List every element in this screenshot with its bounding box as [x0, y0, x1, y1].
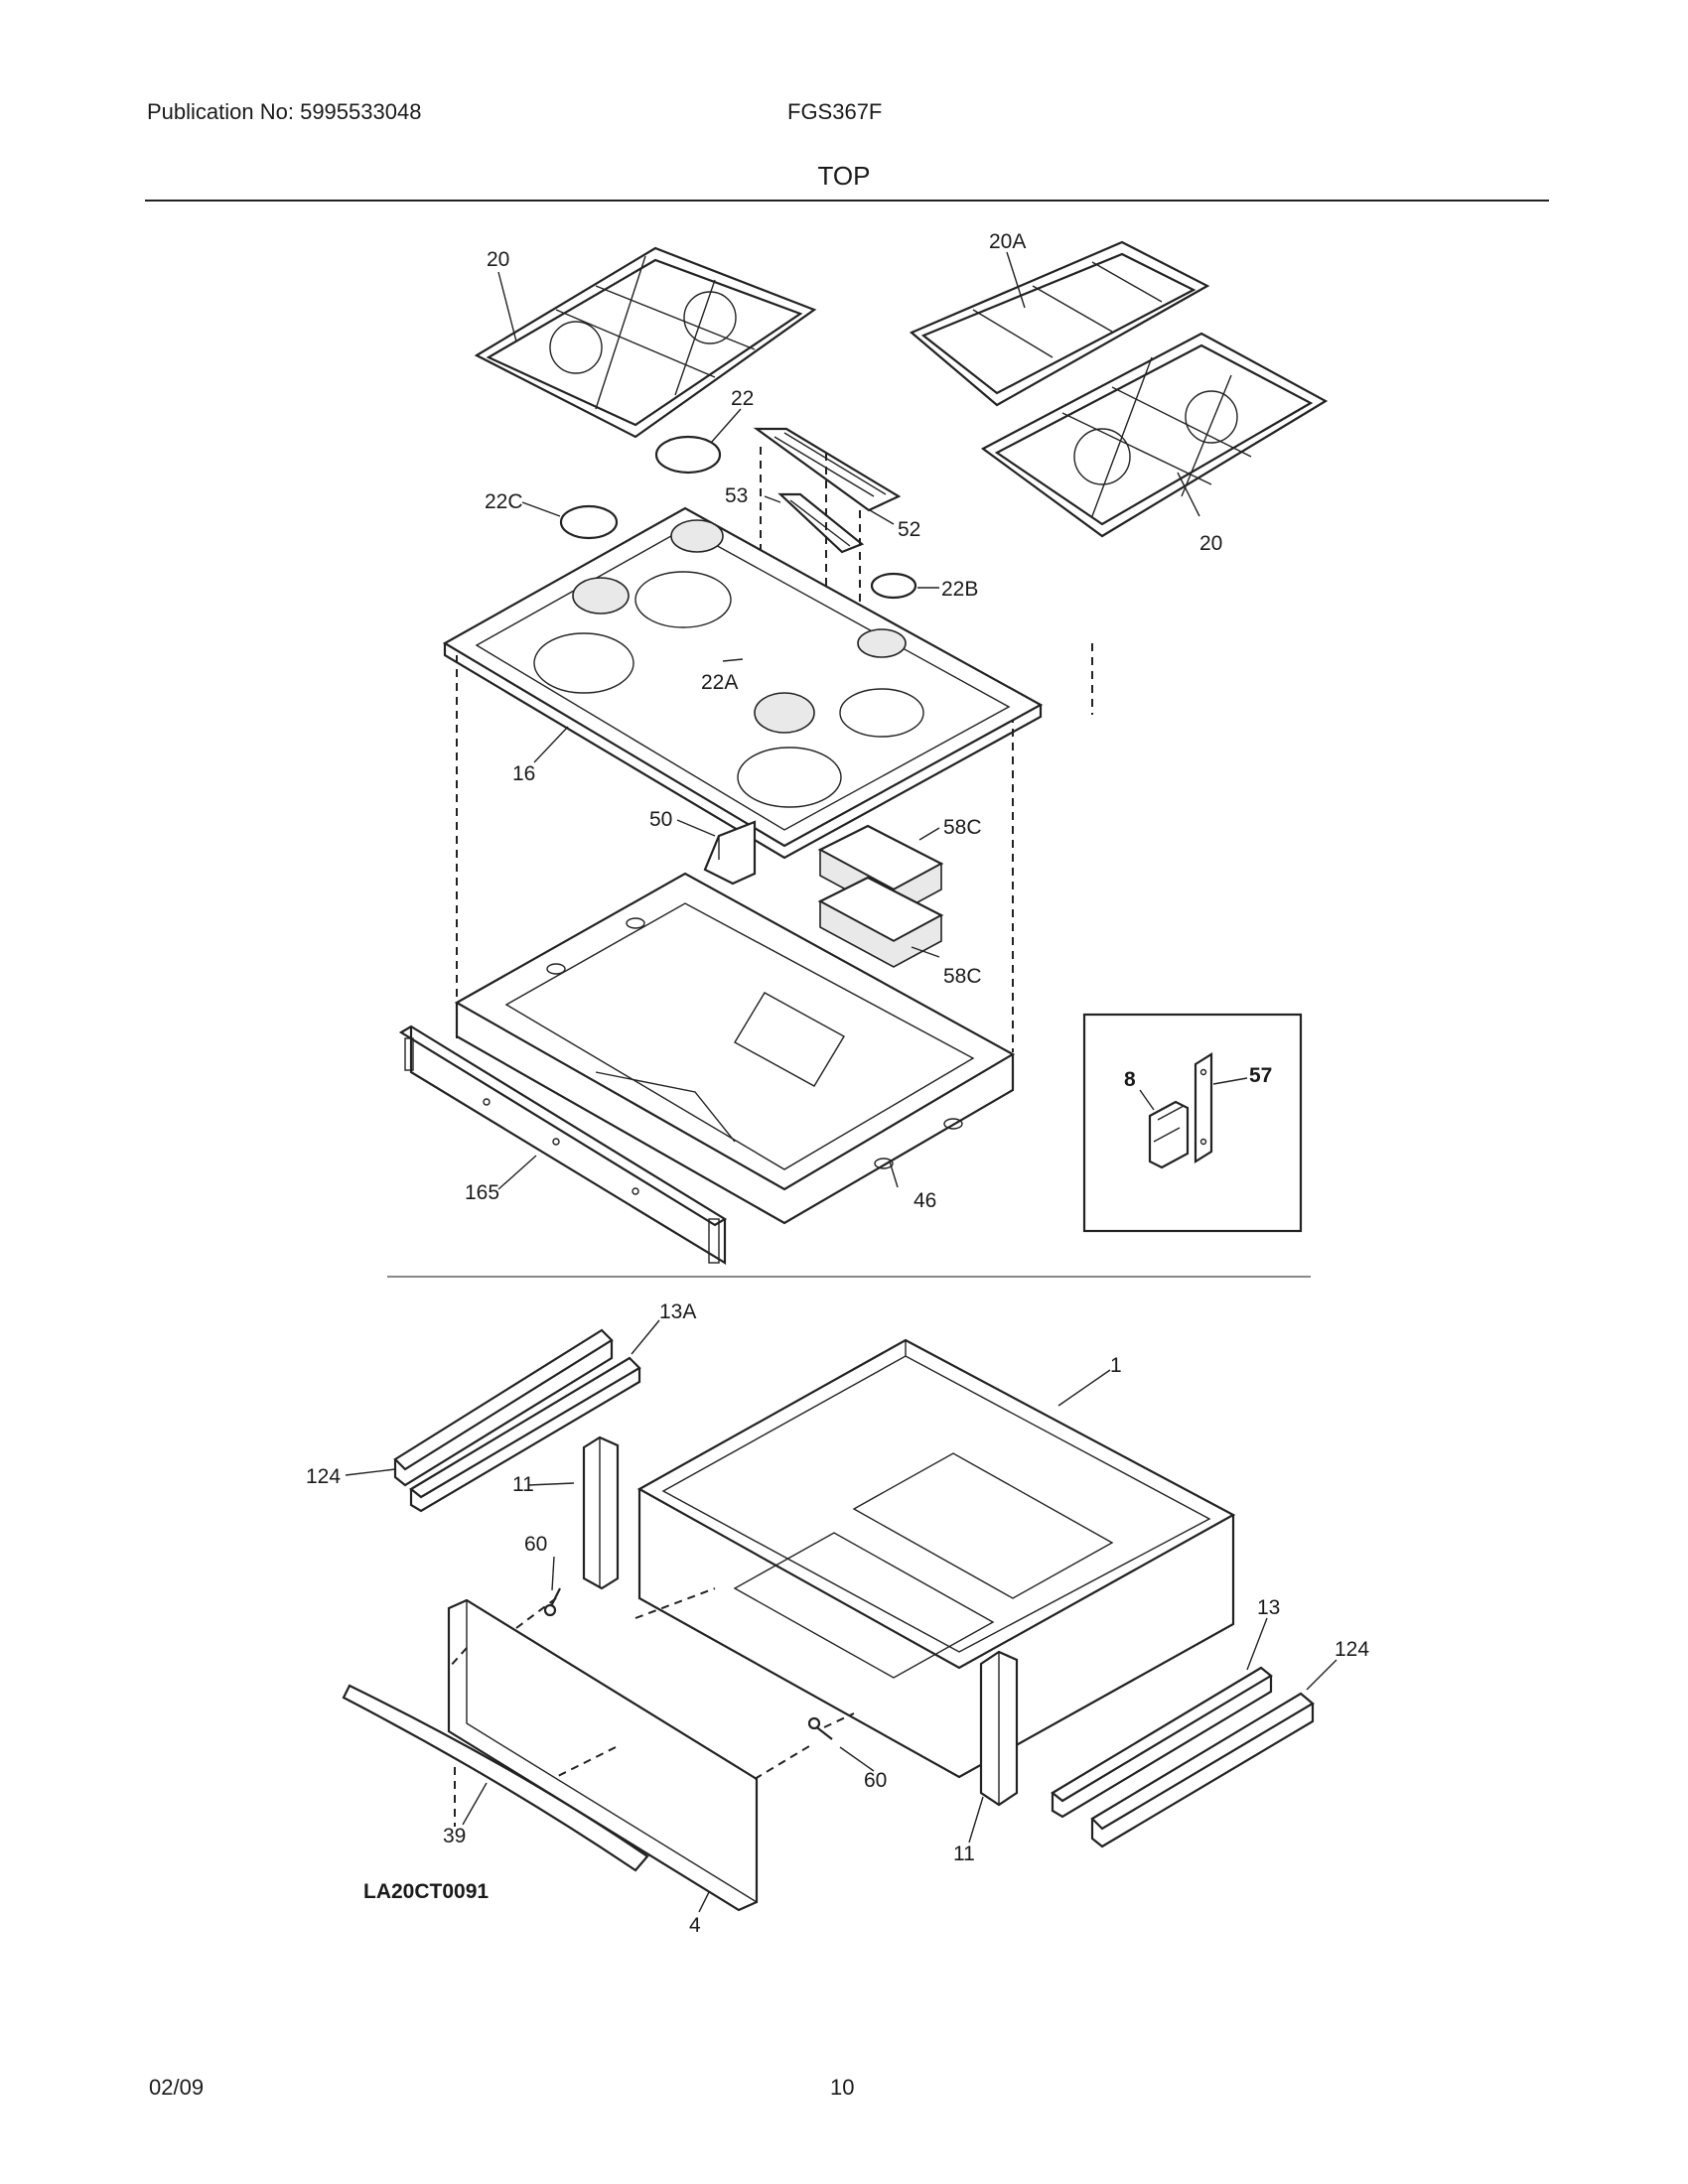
drawer-body-1	[636, 1338, 1236, 1779]
drawer-slide-13	[1051, 1666, 1273, 1819]
drawer-rail-124-right	[1090, 1692, 1315, 1848]
callout-vent-52: 52	[898, 518, 920, 541]
vent-grille-53	[777, 492, 865, 554]
drawer-slide-13a	[393, 1328, 614, 1487]
diagram-code: LA20CT0091	[363, 1880, 489, 1903]
main-top-frame-46	[454, 872, 1016, 1225]
callout-rail-124-left: 124	[306, 1465, 341, 1488]
bracket-50	[703, 820, 757, 886]
callout-inset-8: 8	[1124, 1068, 1136, 1091]
vent-trim-52	[753, 427, 902, 512]
callout-screw-60-right: 60	[864, 1769, 887, 1792]
drawer-rail-124-left	[409, 1356, 641, 1513]
screw-60-left	[543, 1587, 561, 1617]
callout-bracket-11-left: 11	[512, 1473, 534, 1496]
callout-grate-left: 20	[487, 248, 509, 271]
callout-insulation-bottom: 58C	[943, 965, 982, 988]
callout-cap-22a: 22A	[701, 671, 738, 694]
callout-rail-124-right: 124	[1335, 1638, 1369, 1661]
inset-box	[1082, 1013, 1303, 1233]
drawer-bracket-11-right	[979, 1650, 1019, 1807]
burner-cap-22c	[559, 504, 619, 540]
callout-cap-22c: 22C	[485, 490, 523, 513]
callout-cooktop-16: 16	[512, 762, 535, 785]
screw-60-right	[807, 1716, 833, 1740]
footer-page-number: 10	[830, 2075, 855, 2100]
front-rail-165	[398, 1024, 728, 1265]
callout-insulation-top: 58C	[943, 816, 982, 839]
callout-cap-22: 22	[731, 387, 754, 410]
drawer-bracket-11-left	[582, 1435, 620, 1590]
page-title: TOP	[817, 161, 871, 191]
grate-center	[909, 240, 1210, 407]
callout-bracket-11-right: 11	[953, 1843, 975, 1865]
callout-grate-center: 20A	[989, 230, 1026, 253]
callout-slide-13: 13	[1257, 1596, 1280, 1619]
callout-rail-165: 165	[465, 1181, 499, 1204]
publication-number: Publication No: 5995533048	[147, 99, 422, 124]
header-rule	[145, 200, 1549, 202]
callout-inset-57: 57	[1249, 1064, 1272, 1087]
callout-grate-right: 20	[1199, 532, 1222, 555]
drawer-handle-39	[342, 1684, 649, 1872]
burner-cap-22b	[870, 572, 917, 600]
callout-slide-13a: 13A	[659, 1300, 696, 1323]
burner-cap-22	[654, 435, 722, 475]
model-number: FGS367F	[787, 99, 883, 124]
drawer-front-4	[447, 1598, 759, 1912]
grate-right	[980, 332, 1329, 538]
insulation-58c-bottom	[817, 876, 944, 968]
leader-lines	[345, 251, 1337, 1913]
callout-frame-46: 46	[914, 1189, 936, 1212]
callout-vent-53: 53	[725, 484, 748, 507]
inset-part-57	[1194, 1052, 1213, 1163]
grate-left	[474, 246, 817, 439]
cooktop-16	[442, 506, 1044, 860]
callout-bracket-50: 50	[649, 808, 672, 831]
callout-drawer-body-1: 1	[1110, 1354, 1122, 1377]
footer-date: 02/09	[149, 2075, 205, 2100]
inset-part-8	[1148, 1100, 1190, 1169]
callout-handle-39: 39	[443, 1825, 466, 1847]
callout-cap-22b: 22B	[941, 578, 978, 601]
callout-screw-60-left: 60	[524, 1533, 547, 1556]
callout-drawer-front-4: 4	[689, 1914, 701, 1937]
